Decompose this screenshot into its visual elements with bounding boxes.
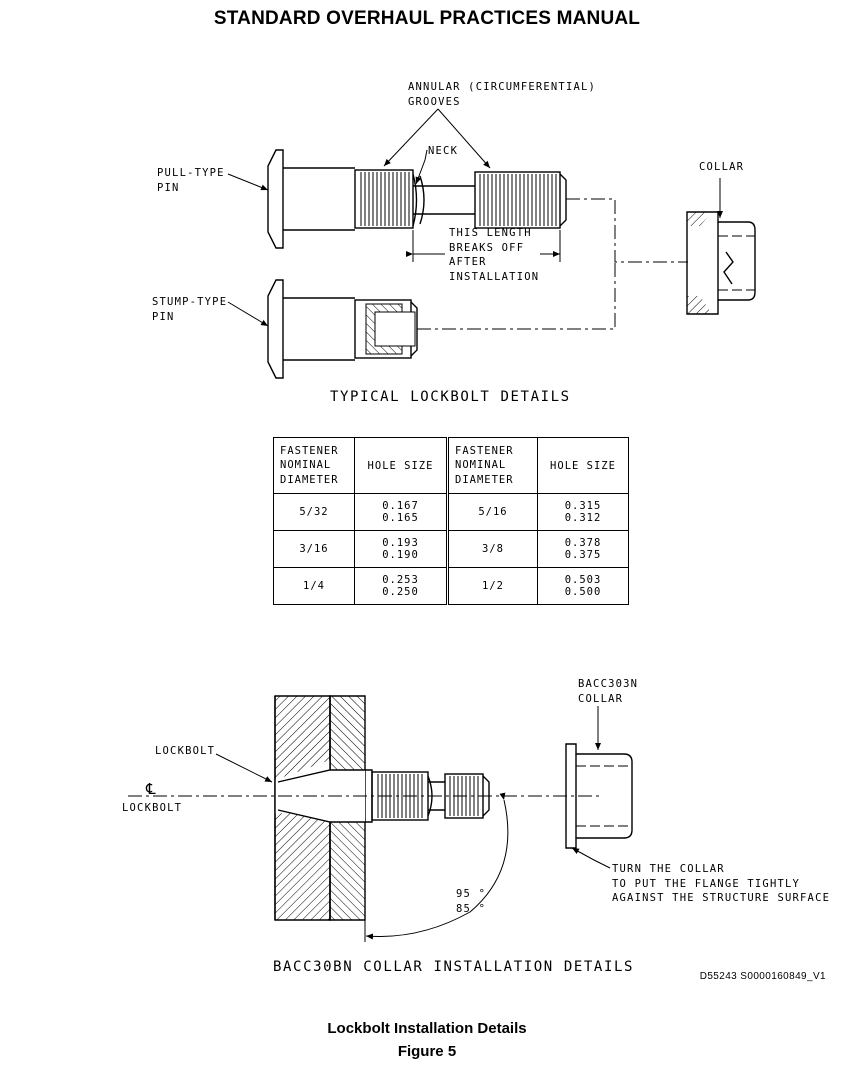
header-hole-size-a: HOLE SIZE [354,437,448,494]
pull-pin-grooves [360,172,557,226]
angle-arc [365,792,509,940]
angle-labels: 95 ° 85 ° [456,887,486,916]
structure-section [274,695,373,921]
figure-caption-number: Figure 5 [397,1043,457,1060]
angle-min: 85 ° [456,902,487,915]
diameter-cell: 1/2 [446,567,538,605]
header-hole-size-b: HOLE SIZE [537,437,629,494]
bacc303n-line1: BACC303N [578,678,639,690]
stump-type-pin-label: STUMP-TYPE PIN [152,295,227,324]
break-off-label: THIS LENGTH BREAKS OFF AFTER INSTALLATION [449,226,539,284]
diameter-cell: 5/32 [273,493,355,531]
grooves-label-line2: GROOVES [408,95,461,108]
collar-installation-heading: BACC30BN COLLAR INSTALLATION DETAILS [273,959,635,975]
typical-details-heading: TYPICAL LOCKBOLT DETAILS [330,389,571,405]
turn-collar-note: TURN THE COLLAR TO PUT THE FLANGE TIGHTLY… [612,862,830,906]
stump-type-pin [267,279,418,379]
pull-type-pin-label: PULL-TYPE PIN [157,166,225,195]
breaks-line1: THIS LENGTH [449,227,532,239]
diameter-cell: 3/8 [446,530,538,568]
lockbolt-label: LOCKBOLT [155,745,216,757]
neck-label: NECK [428,145,459,157]
top-collar [686,211,756,315]
breaks-line2: BREAKS OFF [449,241,525,254]
turn-note-line1: TURN THE COLLAR [612,863,725,875]
diameter-cell: 3/16 [273,530,355,568]
collar-label: COLLAR [699,161,745,173]
diameter-cell: 5/16 [446,493,538,531]
grooves-label-line1: ANNULAR (CIRCUMFERENTIAL) [408,81,597,93]
angle-max: 95 ° [456,888,487,900]
pull-pin-centerline [566,198,688,263]
turn-note-line3: AGAINST THE STRUCTURE SURFACE [612,892,831,904]
break-off-dimension [406,230,561,262]
bacc303n-collar-label: BACC303N COLLAR [578,677,638,706]
figure-caption-title: Lockbolt Installation Details [327,1020,527,1037]
breaks-line3: AFTER [449,256,487,268]
reference-code: D55243 S0000160849_V1 [699,971,826,982]
bacc303n-line2: COLLAR [578,692,624,705]
centerline-symbol: ℄ [146,780,156,798]
grooves-label: ANNULAR (CIRCUMFERENTIAL) GROOVES [408,80,596,109]
pull-label-line1: PULL-TYPE [157,167,225,179]
stump-label-line2: PIN [152,310,175,323]
bacc303n-collar [565,743,633,849]
pull-label-line2: PIN [157,181,180,194]
diameter-cell: 1/4 [273,567,355,605]
pull-type-pin [267,149,567,249]
page-title: STANDARD OVERHAUL PRACTICES MANUAL [213,8,641,29]
centerline-lockbolt-label: LOCKBOLT [122,802,183,814]
breaks-line4: INSTALLATION [449,270,540,283]
stump-label-line1: STUMP-TYPE [152,296,228,308]
turn-note-line2: TO PUT THE FLANGE TIGHTLY [612,877,801,890]
